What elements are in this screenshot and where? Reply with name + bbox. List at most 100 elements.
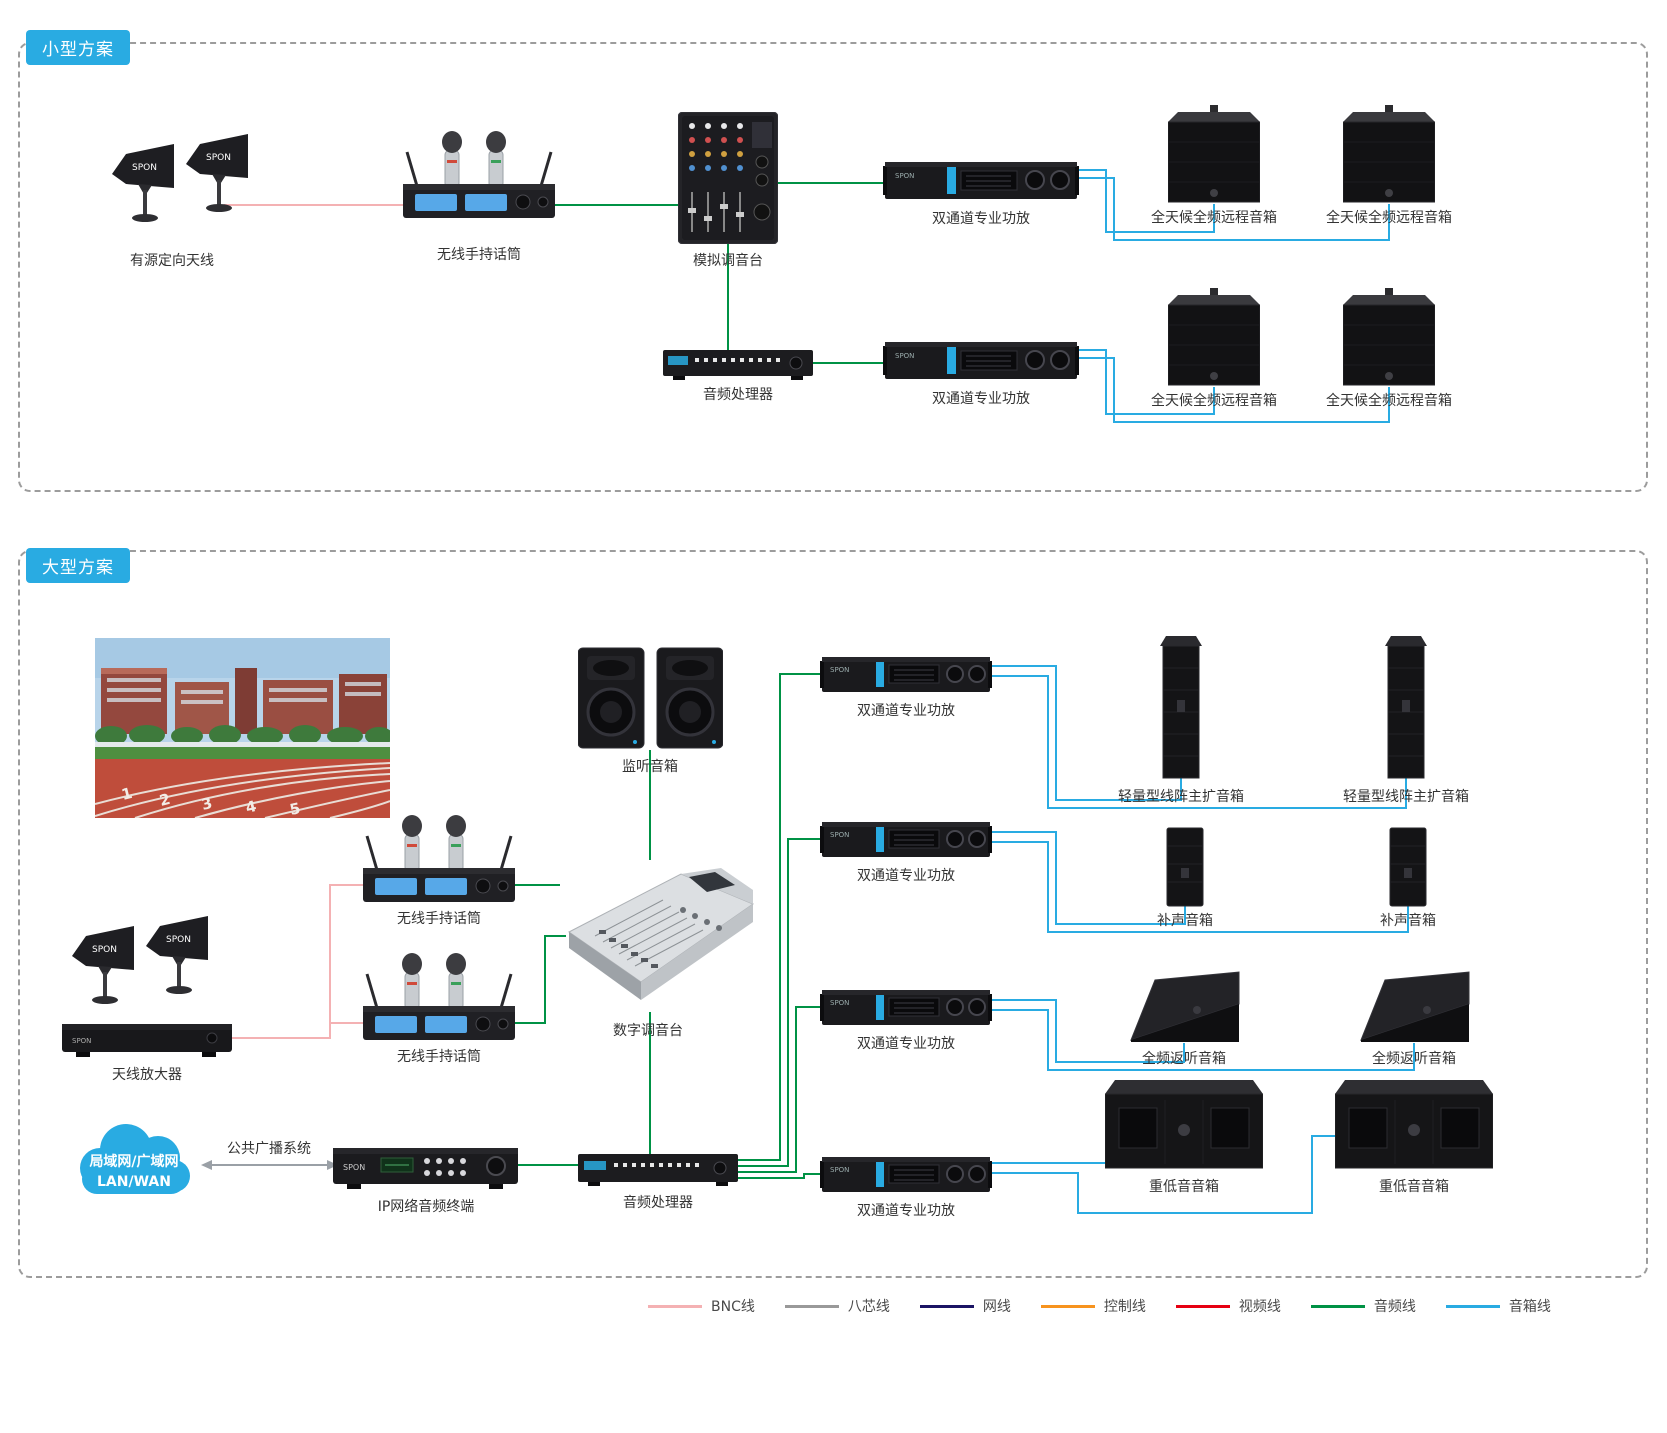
power-amplifier-large-2: SPON (820, 818, 992, 864)
digital-mixer-icon (568, 868, 755, 1000)
svg-text:SPON: SPON (206, 153, 231, 163)
small-solution-section (18, 42, 1648, 492)
speaker-icon (1342, 288, 1436, 386)
wireless-mic-label: 无线手持话筒 (437, 247, 521, 263)
fill-speaker-2 (1386, 826, 1430, 912)
svg-text:5: 5 (288, 799, 302, 818)
power-amplifier-large-1: SPON (820, 653, 992, 699)
subwoofer1-label: 重低音音箱 (1149, 1179, 1219, 1195)
svg-text:SPON: SPON (830, 831, 849, 839)
remote-speaker-3 (1167, 288, 1261, 390)
legend: BNC线 八芯线 网线 控制线 视频线 音频线 音箱线 (648, 1296, 1551, 1316)
svg-text:SPON: SPON (92, 945, 117, 955)
audio-processor-large (578, 1154, 738, 1192)
digital-mixer (555, 858, 755, 1019)
fill-speaker1-label: 补声音箱 (1157, 913, 1213, 929)
svg-text:SPON: SPON (830, 666, 849, 674)
remote-speaker-4 (1342, 288, 1436, 390)
stage-monitor-1 (1125, 968, 1243, 1048)
antenna-amplifier: SPON (62, 1020, 232, 1064)
stage-monitor1-label: 全频返听音箱 (1142, 1051, 1226, 1067)
svg-text:SPON: SPON (895, 172, 914, 180)
power-amplifier-icon: SPON (820, 822, 992, 857)
analog-mixer-icon (677, 111, 779, 245)
remote-speaker-label: 全天候全频远程音箱 (1151, 393, 1277, 409)
legend-label-video: 视频线 (1238, 1299, 1281, 1315)
antenna-amplifier-label: 天线放大器 (112, 1067, 182, 1083)
speaker-icon (1167, 105, 1261, 203)
stage-monitor-icon (1360, 971, 1470, 1042)
antenna-label: 有源定向天线 (130, 253, 214, 269)
speaker-icon (1342, 105, 1436, 203)
wireless-mic-set-1 (363, 810, 515, 910)
power-amplifier-large-3: SPON (820, 986, 992, 1032)
ip-audio-terminal: SPON (333, 1146, 518, 1196)
legend-item-8core: 八芯线 (784, 1296, 890, 1316)
wireless-mic-icon (363, 953, 515, 1040)
audio-processor-small (663, 350, 813, 386)
remote-speaker-1 (1167, 105, 1261, 207)
legend-swatch-8core (784, 1304, 839, 1308)
ip-audio-terminal-icon: SPON (333, 1148, 518, 1189)
fill-speaker-1 (1163, 826, 1207, 912)
analog-mixer (677, 111, 779, 248)
antenna-amplifier-icon: SPON (62, 1024, 232, 1057)
amp2-label: 双通道专业功放 (932, 391, 1030, 407)
legend-label-network: 网线 (982, 1299, 1011, 1315)
subwoofer2-label: 重低音音箱 (1379, 1179, 1449, 1195)
monitor-speaker-pair (577, 644, 724, 754)
small-solution-badge: 小型方案 (26, 30, 130, 65)
campus-photo-image: 1 2 3 4 5 (94, 638, 393, 819)
svg-text:局域网/广域网: 局域网/广域网 (89, 1153, 178, 1170)
broadcast-system-label: 公共广播系统 (227, 1141, 311, 1157)
stage-monitor2-label: 全频返听音箱 (1372, 1051, 1456, 1067)
directional-antenna-pair-large: SPON SPON (70, 912, 220, 1011)
power-amplifier-small-1: SPON (883, 158, 1079, 206)
power-amplifier-small-2: SPON (883, 338, 1079, 386)
legend-label-audio: 音频线 (1373, 1299, 1416, 1315)
legend-item-audio: 音频线 (1310, 1296, 1416, 1316)
wireless-mic1-label: 无线手持话筒 (397, 911, 481, 927)
line-array-speaker-icon (1385, 636, 1427, 779)
directional-antenna-pair-small: SPON SPON (110, 130, 260, 229)
stage-monitor-icon (1130, 971, 1240, 1042)
wireless-mic2-label: 无线手持话筒 (397, 1049, 481, 1065)
line-array-speaker-1 (1158, 636, 1204, 786)
legend-item-bnc: BNC线 (648, 1296, 755, 1316)
monitor-speaker-icon (577, 647, 724, 749)
svg-text:SPON: SPON (72, 1037, 91, 1045)
svg-text:2: 2 (158, 790, 172, 810)
line-array-speaker-icon (1160, 636, 1202, 779)
power-amplifier-icon: SPON (883, 162, 1079, 199)
subwoofer-1 (1104, 1080, 1264, 1176)
svg-text:SPON: SPON (830, 1166, 849, 1174)
legend-item-network: 网线 (919, 1296, 1011, 1316)
directional-antenna-icon: SPON SPON (112, 134, 248, 222)
remote-speaker-2 (1342, 105, 1436, 207)
line-array1-label: 轻量型线阵主扩音箱 (1118, 789, 1244, 805)
lan-wan-cloud: 局域网/广域网 LAN/WAN (66, 1112, 204, 1216)
remote-speaker-label: 全天候全频远程音箱 (1326, 210, 1452, 226)
fill-speaker-icon (1389, 827, 1427, 907)
stage-monitor-2 (1355, 968, 1473, 1048)
power-amplifier-icon: SPON (820, 657, 992, 692)
large-solution-section (18, 550, 1648, 1278)
power-amplifier-icon: SPON (820, 1157, 992, 1192)
svg-text:4: 4 (244, 797, 258, 817)
line-array-speaker-2 (1383, 636, 1429, 786)
legend-label-speaker: 音箱线 (1508, 1299, 1551, 1315)
amp-large2-label: 双通道专业功放 (857, 868, 955, 884)
legend-label-control: 控制线 (1103, 1299, 1146, 1315)
audio-processor-label: 音频处理器 (703, 387, 773, 403)
amp-large3-label: 双通道专业功放 (857, 1036, 955, 1052)
amp-large1-label: 双通道专业功放 (857, 703, 955, 719)
ip-terminal-label: IP网络音频终端 (377, 1199, 475, 1215)
legend-swatch-control (1040, 1304, 1095, 1308)
wireless-mic-set-small (403, 126, 555, 226)
wireless-mic-icon (363, 815, 515, 902)
fill-speaker2-label: 补声音箱 (1380, 913, 1436, 929)
wireless-mic-icon (403, 131, 555, 218)
svg-text:3: 3 (200, 794, 214, 814)
power-amplifier-icon: SPON (820, 990, 992, 1025)
legend-swatch-network (919, 1304, 974, 1308)
